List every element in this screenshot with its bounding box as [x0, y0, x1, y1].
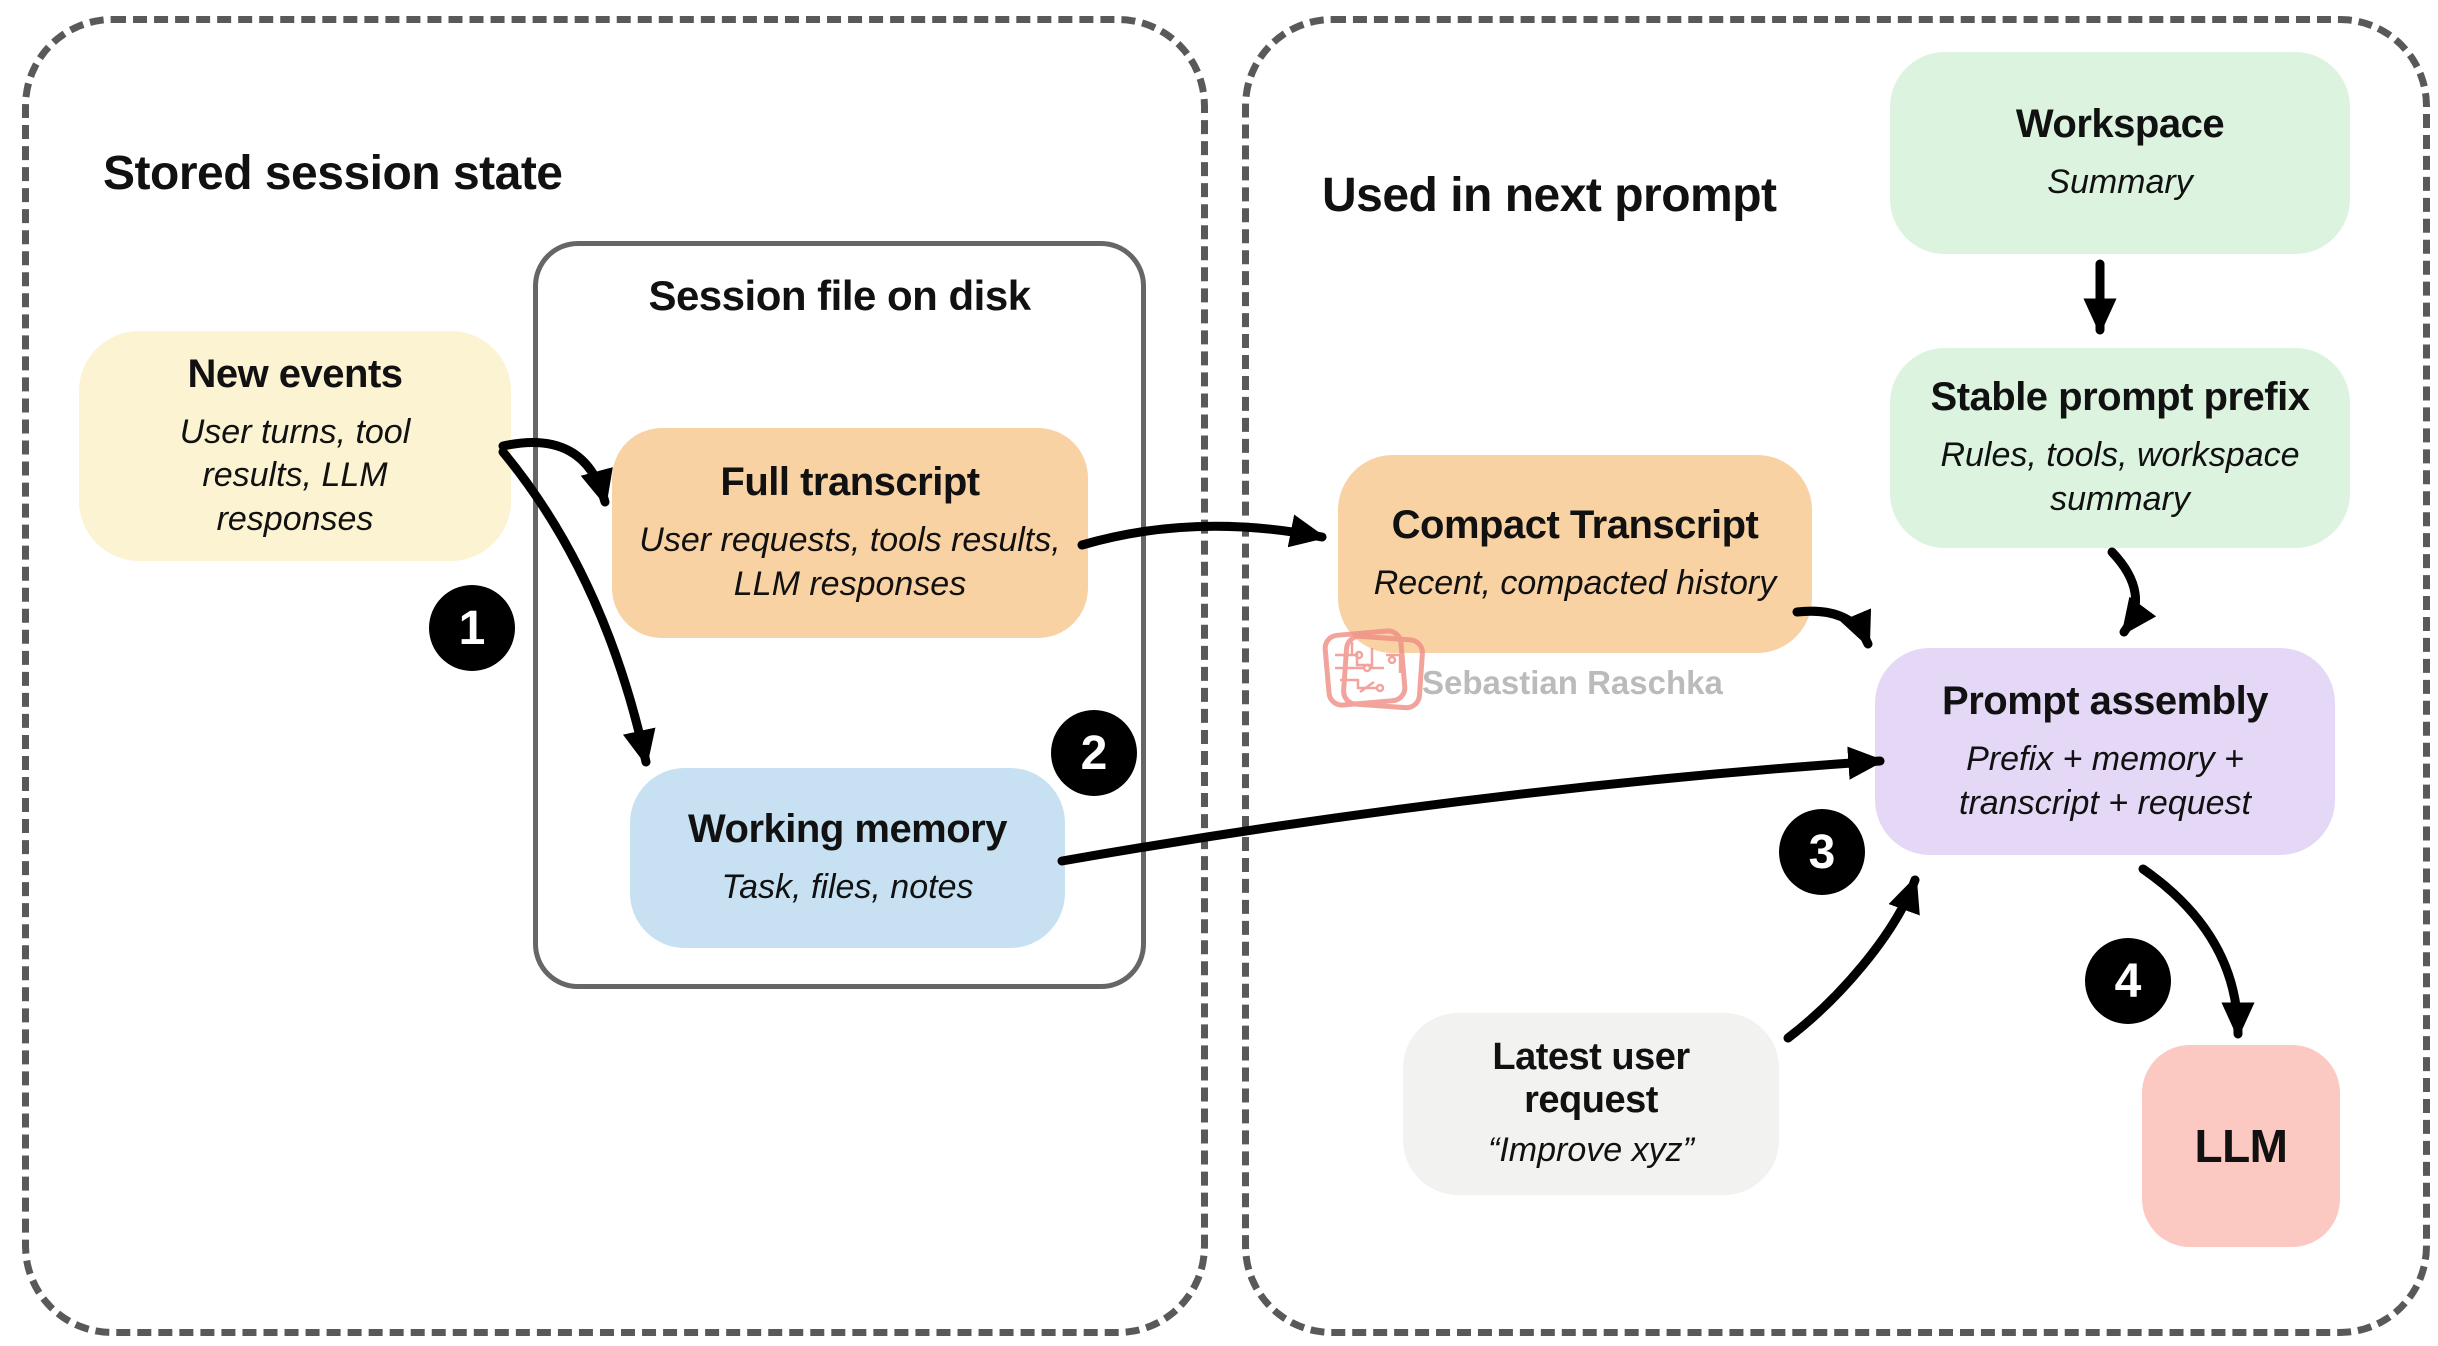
step-badge-4: 4 — [2085, 938, 2171, 1024]
compact-transcript-box: Compact Transcript Recent, compacted his… — [1338, 455, 1812, 653]
latest-user-request-title: Latest user request — [1492, 1035, 1690, 1122]
stored-session-state-panel — [22, 16, 1208, 1336]
working-memory-subtitle: Task, files, notes — [721, 868, 974, 907]
working-memory-box: Working memory Task, files, notes — [630, 768, 1065, 948]
stored-session-state-title: Stored session state — [103, 147, 563, 200]
new-events-subtitle: User turns, tool results, LLM responses — [179, 412, 411, 538]
workspace-box: Workspace Summary — [1890, 52, 2350, 254]
new-events-title: New events — [187, 351, 403, 396]
workspace-subtitle: Summary — [2047, 163, 2193, 202]
full-transcript-box: Full transcript User requests, tools res… — [612, 428, 1088, 638]
latest-user-request-box: Latest user request “Improve xyz” — [1403, 1013, 1779, 1195]
compact-transcript-subtitle: Recent, compacted history — [1373, 564, 1777, 603]
workspace-title: Workspace — [2015, 102, 2225, 147]
step-badge-2: 2 — [1051, 710, 1137, 796]
working-memory-title: Working memory — [688, 807, 1008, 852]
prompt-assembly-box: Prompt assembly Prefix + memory + transc… — [1875, 648, 2335, 855]
full-transcript-title: Full transcript — [720, 460, 980, 505]
new-events-box: New events User turns, tool results, LLM… — [79, 331, 511, 561]
prompt-assembly-title: Prompt assembly — [1942, 678, 2268, 723]
llm-box: LLM — [2142, 1045, 2340, 1247]
full-transcript-subtitle: User requests, tools results, LLM respon… — [639, 521, 1061, 603]
stable-prompt-prefix-box: Stable prompt prefix Rules, tools, works… — [1890, 348, 2350, 548]
prompt-assembly-subtitle: Prefix + memory + transcript + request — [1959, 739, 2251, 822]
step-badge-1: 1 — [429, 585, 515, 671]
stable-prompt-prefix-subtitle: Rules, tools, workspace summary — [1940, 436, 2300, 518]
session-file-on-disk-title: Session file on disk — [648, 272, 1031, 319]
compact-transcript-title: Compact Transcript — [1391, 503, 1759, 548]
used-in-next-prompt-panel — [1242, 16, 2430, 1336]
watermark-author-name: Sebastian Raschka — [1422, 664, 1723, 701]
stable-prompt-prefix-title: Stable prompt prefix — [1930, 375, 2310, 420]
llm-title: LLM — [2194, 1119, 2288, 1172]
latest-user-request-subtitle: “Improve xyz” — [1488, 1130, 1694, 1169]
step-badge-3: 3 — [1779, 809, 1865, 895]
used-in-next-prompt-title: Used in next prompt — [1322, 169, 1777, 222]
